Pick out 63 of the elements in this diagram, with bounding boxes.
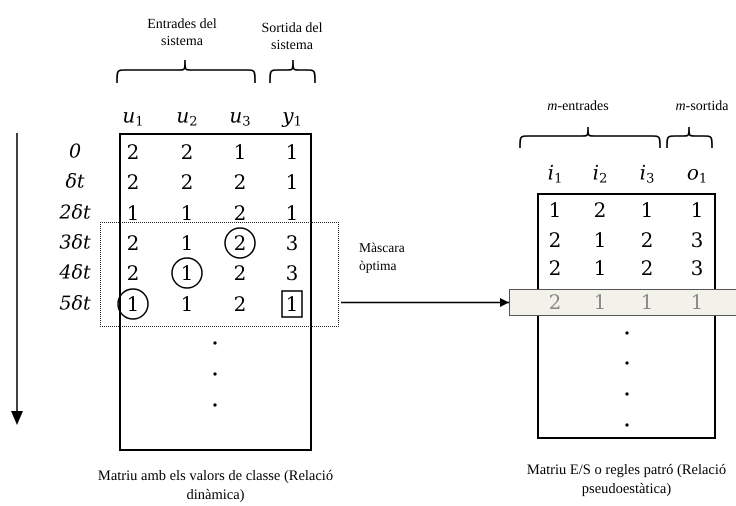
matrix-value: 1 <box>180 263 194 283</box>
column-group-label: m-entrades <box>546 98 610 115</box>
matrix-value: 1 <box>640 292 654 312</box>
column-header: i$_{3}$ <box>640 162 654 186</box>
column-header: u$_{2}$ <box>176 105 198 129</box>
column-header: o$_{1}$ <box>686 162 708 186</box>
matrix-value: 2 <box>234 172 246 192</box>
highlighted-row <box>509 289 736 316</box>
matrix-value: 2 <box>548 292 562 312</box>
matrix-value: 1 <box>286 203 298 223</box>
matrix-value: 3 <box>690 230 704 250</box>
matrix-value: 1 <box>286 294 298 314</box>
matrix-value: 2 <box>126 263 140 283</box>
matrix-value: 1 <box>640 200 654 220</box>
matrix-value: 1 <box>180 294 194 314</box>
matrix-value: 1 <box>548 200 562 220</box>
matrix-value: 2 <box>126 233 140 253</box>
matrix-value: 2 <box>234 203 246 223</box>
matrix-value: 2 <box>640 230 654 250</box>
matrix-value: 1 <box>690 200 704 220</box>
matrix-value: 1 <box>594 230 606 250</box>
column-group-label: Sortida del sistema <box>260 20 324 54</box>
matrix-value: 2 <box>594 200 606 220</box>
matrix-value: 3 <box>286 263 298 283</box>
matrix-value: 1 <box>126 203 140 223</box>
matrix-caption: Matriu E/S o regles patró (Relació pseudoestàtica) <box>526 461 728 499</box>
matrix-value: 2 <box>234 294 246 314</box>
matrix-value: 2 <box>180 172 194 192</box>
matrix-value: 2 <box>548 258 562 278</box>
column-header: u$_{1}$ <box>122 105 144 129</box>
column-header: i$_{2}$ <box>592 162 608 186</box>
matrix-value: 2 <box>234 233 246 253</box>
dotted-mask-box <box>100 222 339 327</box>
matrix-value: 2 <box>234 263 246 283</box>
column-header: i$_{1}$ <box>548 162 562 186</box>
matrix-value: 3 <box>690 258 704 278</box>
matrix-value: 1 <box>594 292 606 312</box>
time-step-label: 0 <box>68 142 82 162</box>
matrix-value: 1 <box>286 172 298 192</box>
matrix-value: 3 <box>286 233 298 253</box>
matrix-value: 2 <box>126 142 140 162</box>
column-header: y$_{1}$ <box>282 105 302 129</box>
matrix-value: 1 <box>286 142 298 162</box>
matrix-caption: Matriu amb els valors de classe (Relació dinàmica) <box>96 467 334 505</box>
time-step-label: 5δt <box>59 294 91 314</box>
time-step-label: 2δt <box>59 204 91 222</box>
matrix-value: 1 <box>180 203 194 223</box>
matrix-value: 1 <box>690 292 704 312</box>
column-group-label: m-sortida <box>674 98 730 115</box>
matrix-value: 1 <box>180 233 194 253</box>
matrix-value: 1 <box>234 142 246 162</box>
matrix-value: 2 <box>180 142 194 162</box>
time-step-label: 4δt <box>59 264 91 282</box>
time-step-label: δt <box>65 172 85 192</box>
matrix-value: 1 <box>594 258 606 278</box>
matrix-value: 2 <box>548 230 562 250</box>
matrix-value: 2 <box>640 258 654 278</box>
column-group-label: Entrades del sistema <box>146 16 218 50</box>
matrix-value: 2 <box>126 172 140 192</box>
time-step-label: 3δt <box>59 234 91 252</box>
column-header: u$_{3}$ <box>229 105 251 129</box>
arrow <box>341 298 509 307</box>
matrix-value: 1 <box>126 294 140 314</box>
